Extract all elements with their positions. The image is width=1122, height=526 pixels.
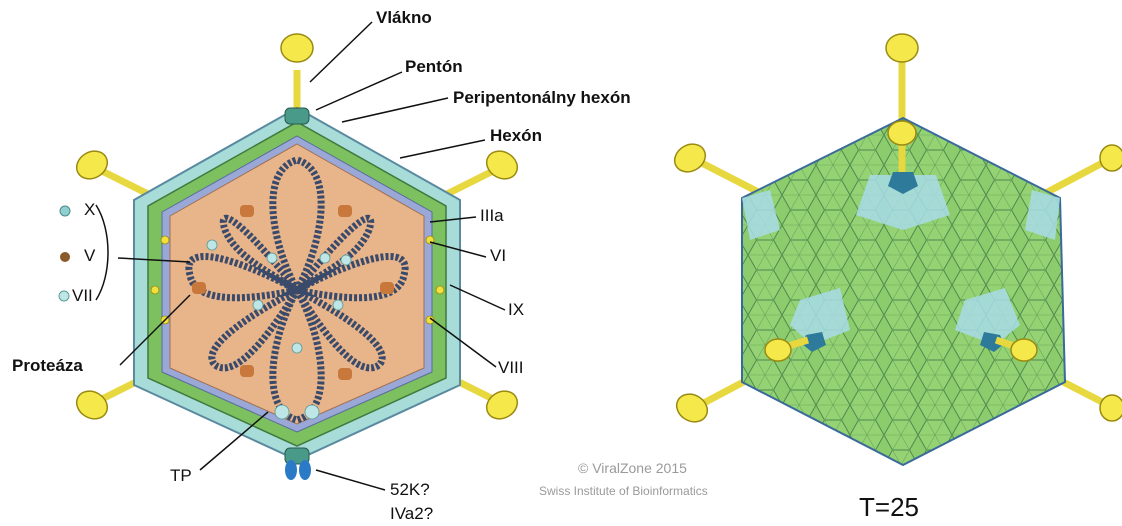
protein-v-icon xyxy=(60,252,70,262)
fiber-knob-icon xyxy=(482,146,523,185)
label-protein-v: V xyxy=(84,246,95,266)
label-fiber: Vlákno xyxy=(376,8,432,28)
legend-bracket xyxy=(96,205,108,300)
label-peripentonal-hexon: Peripentonálny hexón xyxy=(453,88,631,108)
label-viii: VIII xyxy=(498,358,524,378)
label-tp: TP xyxy=(170,466,192,486)
fiber-knob-icon xyxy=(1100,145,1122,171)
label-ix: IX xyxy=(508,300,524,320)
label-protein-vii: VII xyxy=(72,286,93,306)
fiber-knob-icon xyxy=(886,34,918,62)
fiber-knob-icon xyxy=(1011,339,1037,361)
credit-viralzone: © ViralZone 2015 xyxy=(578,460,687,476)
fiber-knob-icon xyxy=(765,339,791,361)
fiber-knob-icon xyxy=(72,386,113,425)
label-protein-x: X xyxy=(84,200,95,220)
fiber-knob-icon xyxy=(1100,395,1122,421)
fiber-knob-icon xyxy=(672,389,713,428)
credit-sib: Swiss Institute of Bioinformatics xyxy=(539,484,708,498)
fiber-knob-icon xyxy=(888,121,916,145)
label-penton: Pentón xyxy=(405,57,463,77)
label-protease: Proteáza xyxy=(12,356,83,376)
label-vi: VI xyxy=(490,246,506,266)
protein-x-icon xyxy=(60,206,70,216)
label-iiia: IIIa xyxy=(480,206,504,226)
label-iva2: IVa2? xyxy=(390,504,433,524)
fiber-knob-icon xyxy=(72,146,113,185)
triangulation-number: T=25 xyxy=(859,492,919,523)
protein-vii-icon xyxy=(59,291,69,301)
label-52k: 52K? xyxy=(390,480,430,500)
label-hexon: Hexón xyxy=(490,126,542,146)
fiber-knob-icon xyxy=(281,34,313,62)
icosahedron-view xyxy=(670,34,1122,465)
fiber-knob-icon xyxy=(482,386,523,425)
fiber-knob-icon xyxy=(670,139,711,178)
